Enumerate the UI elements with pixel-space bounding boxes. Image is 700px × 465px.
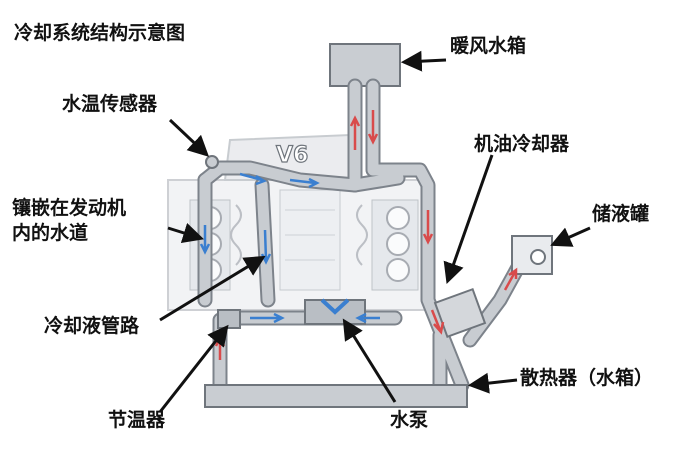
- engine-badge: V6: [276, 143, 308, 168]
- label-heater-core: 暖风水箱: [450, 35, 527, 57]
- label-temp-sensor: 水温传感器: [62, 93, 158, 115]
- label-embedded-channel-line2: 内的水道: [12, 222, 89, 244]
- radiator: [204, 384, 468, 408]
- label-radiator: 散热器（水箱）: [520, 367, 654, 389]
- reservoir-cap: [530, 249, 546, 265]
- label-reservoir: 储液罐: [592, 203, 650, 225]
- heater-core: [329, 43, 401, 87]
- label-water-pump: 水泵: [390, 409, 429, 431]
- oil-cooler: [433, 287, 487, 339]
- pointer-lines: [158, 50, 591, 413]
- temp-sensor: [205, 155, 219, 169]
- page-title: 冷却系统结构示意图: [14, 22, 186, 44]
- label-coolant-pipe: 冷却液管路: [44, 315, 140, 337]
- label-oil-cooler: 机油冷却器: [474, 133, 570, 155]
- label-embedded-channel-line1: 镶嵌在发动机: [12, 197, 127, 219]
- water-pump-impeller: [320, 298, 350, 315]
- thermostat-housing: [217, 309, 241, 329]
- label-thermostat: 节温器: [108, 409, 166, 431]
